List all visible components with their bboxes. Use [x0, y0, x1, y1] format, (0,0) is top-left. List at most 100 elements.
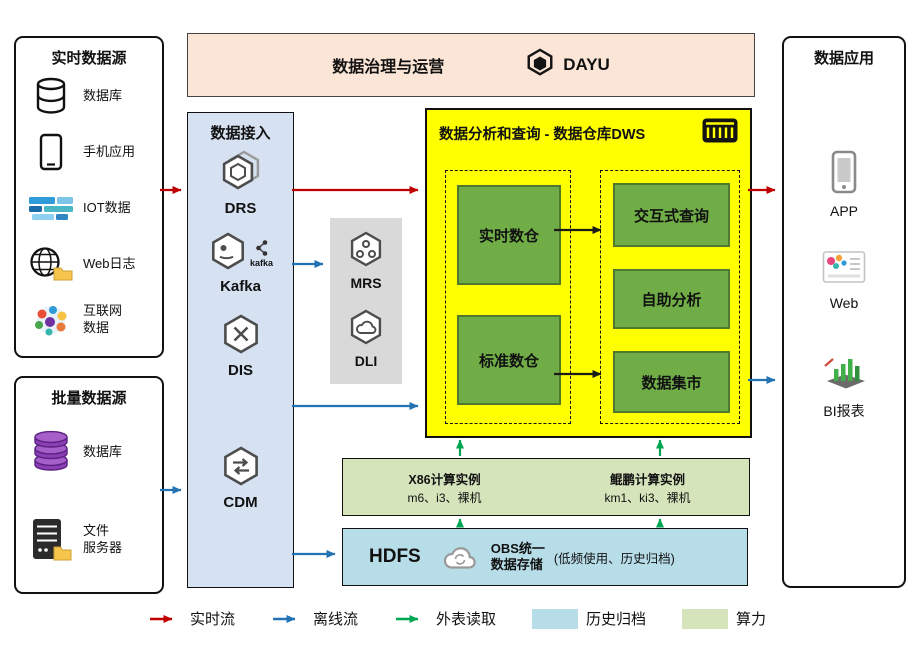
dayu-icon	[524, 47, 556, 83]
service-cdm: CDM	[188, 445, 293, 511]
legend-item-history-archive: 历史归档	[532, 608, 646, 629]
compute-panel: X86计算实例 m6、i3、裸机 鲲鹏计算实例 km1、ki3、裸机	[342, 458, 750, 516]
legend-label: 历史归档	[586, 611, 647, 628]
source-label: 数据库	[83, 443, 123, 459]
legend-label: 实时流	[189, 611, 235, 628]
service-kafka: kafka Kafka	[188, 231, 293, 295]
dayu-logo-text: DAYU	[563, 55, 610, 74]
drs-icon	[218, 149, 264, 198]
app-item-app: APP	[784, 150, 904, 219]
dws-title: 数据分析和查询 - 数据仓库DWS	[439, 126, 646, 143]
dws-warehouse-icon	[701, 117, 739, 149]
app-label: BI报表	[823, 403, 865, 419]
kafka-icon	[208, 231, 248, 276]
green-arrow-icon	[395, 614, 419, 623]
web-log-icon	[24, 246, 78, 282]
node-standard-warehouse: 标准数仓	[457, 315, 561, 405]
archive-swatch	[532, 608, 578, 629]
node-interactive-query: 交互式查询	[613, 183, 730, 247]
service-label: Kafka	[220, 278, 261, 295]
node-data-mart: 数据集市	[613, 351, 730, 413]
legend-label: 离线流	[312, 611, 358, 628]
service-label: MRS	[350, 275, 382, 291]
ingestion-title: 数据接入	[210, 125, 271, 142]
batch-sources-title: 批量数据源	[51, 390, 127, 407]
node-realtime-warehouse: 实时数仓	[457, 185, 561, 285]
database-icon	[24, 77, 78, 115]
source-item-iot: IOT数据	[16, 180, 162, 236]
source-label: IOT数据	[83, 199, 131, 215]
kafka-glyph-icon	[256, 240, 268, 256]
node-self-service-analysis: 自助分析	[613, 269, 730, 329]
database-stack-icon	[24, 429, 78, 475]
app-item-bi-report: BI报表	[784, 354, 904, 421]
app-label: Web	[829, 295, 859, 311]
compute-kunpeng-subtitle: km1、ki3、裸机	[604, 490, 691, 505]
compute-x86: X86计算实例 m6、i3、裸机	[343, 469, 546, 506]
smartphone-icon	[24, 133, 78, 171]
internet-data-icon	[24, 302, 78, 338]
service-label: DRS	[224, 200, 257, 217]
source-item-batch-database: 数据库	[16, 408, 162, 496]
mrs-icon	[347, 230, 385, 273]
cdm-icon	[220, 445, 262, 492]
service-drs: DRS	[188, 149, 293, 217]
compute-kunpeng-title: 鲲鹏计算实例	[609, 472, 685, 487]
service-mrs: MRS	[330, 230, 402, 291]
obs-label: OBS统一 数据存储	[490, 541, 545, 572]
source-item-mobile-app: 手机应用	[16, 124, 162, 180]
legend-item-external-read: 外表读取	[394, 608, 496, 629]
service-label: DLI	[354, 353, 378, 369]
applications-title: 数据应用	[813, 50, 874, 67]
dis-icon	[220, 313, 262, 360]
legend-label: 算力	[736, 611, 767, 628]
batch-sources-panel: 批量数据源 数据库 文件 服务器	[14, 376, 164, 594]
legend-item-compute-power: 算力	[682, 608, 766, 629]
source-label: 手机应用	[83, 143, 136, 159]
service-dis: DIS	[188, 313, 293, 379]
compute-x86-title: X86计算实例	[408, 472, 481, 487]
governance-title: 数据治理与运营	[332, 59, 445, 76]
bi-report-icon	[821, 354, 867, 397]
web-browser-icon	[822, 250, 866, 291]
compute-x86-subtitle: m6、i3、裸机	[407, 490, 482, 505]
service-dli: DLI	[330, 308, 402, 369]
dayu-logo: DAYU	[524, 47, 610, 83]
analysis-group: 交互式查询 自助分析 数据集市	[600, 170, 740, 424]
dws-panel: 数据分析和查询 - 数据仓库DWS 实时数仓 标准数仓 交互式查询 自助分析 数…	[425, 108, 752, 438]
source-item-web-log: Web日志	[16, 236, 162, 292]
applications-panel: 数据应用 APP Web BI报表	[782, 36, 906, 588]
source-label: 数据库	[83, 87, 123, 103]
source-item-database: 数据库	[16, 68, 162, 124]
red-arrow-icon	[149, 614, 173, 623]
governance-bar: 数据治理与运营 DAYU	[187, 33, 755, 97]
warehouse-group: 实时数仓 标准数仓	[445, 170, 571, 424]
compute-kunpeng: 鲲鹏计算实例 km1、ki3、裸机	[546, 469, 749, 506]
storage-note: (低频使用、历史归档)	[553, 551, 675, 566]
app-phone-icon	[831, 150, 857, 199]
app-item-web: Web	[784, 250, 904, 311]
legend-item-offline-flow: 离线流	[271, 608, 358, 629]
app-label: APP	[829, 203, 858, 219]
kafka-logo: kafka	[250, 239, 273, 268]
source-label: 互联网 数据	[83, 303, 123, 335]
legend-item-realtime-flow: 实时流	[148, 608, 235, 629]
file-server-icon	[24, 517, 78, 563]
hdfs-label: HDFS	[369, 546, 421, 567]
compute-swatch	[682, 608, 729, 629]
realtime-sources-panel: 实时数据源 数据库 手机应用 IOT数据	[14, 36, 164, 358]
dli-icon	[347, 308, 385, 351]
obs-cloud-icon	[438, 539, 482, 576]
middleware-panel: MRS DLI	[330, 218, 402, 384]
blue-arrow-icon	[272, 614, 296, 623]
kafka-logo-text: kafka	[249, 258, 274, 268]
source-label: Web日志	[83, 255, 136, 271]
realtime-sources-title: 实时数据源	[51, 50, 127, 67]
service-label: CDM	[223, 494, 258, 511]
source-label: 文件 服务器	[83, 523, 123, 555]
service-label: DIS	[227, 362, 253, 379]
source-item-internet-data: 互联网 数据	[16, 292, 162, 348]
legend-label: 外表读取	[435, 611, 496, 628]
ingestion-panel: 数据接入 DRS kafka Kafka DIS	[187, 112, 294, 588]
